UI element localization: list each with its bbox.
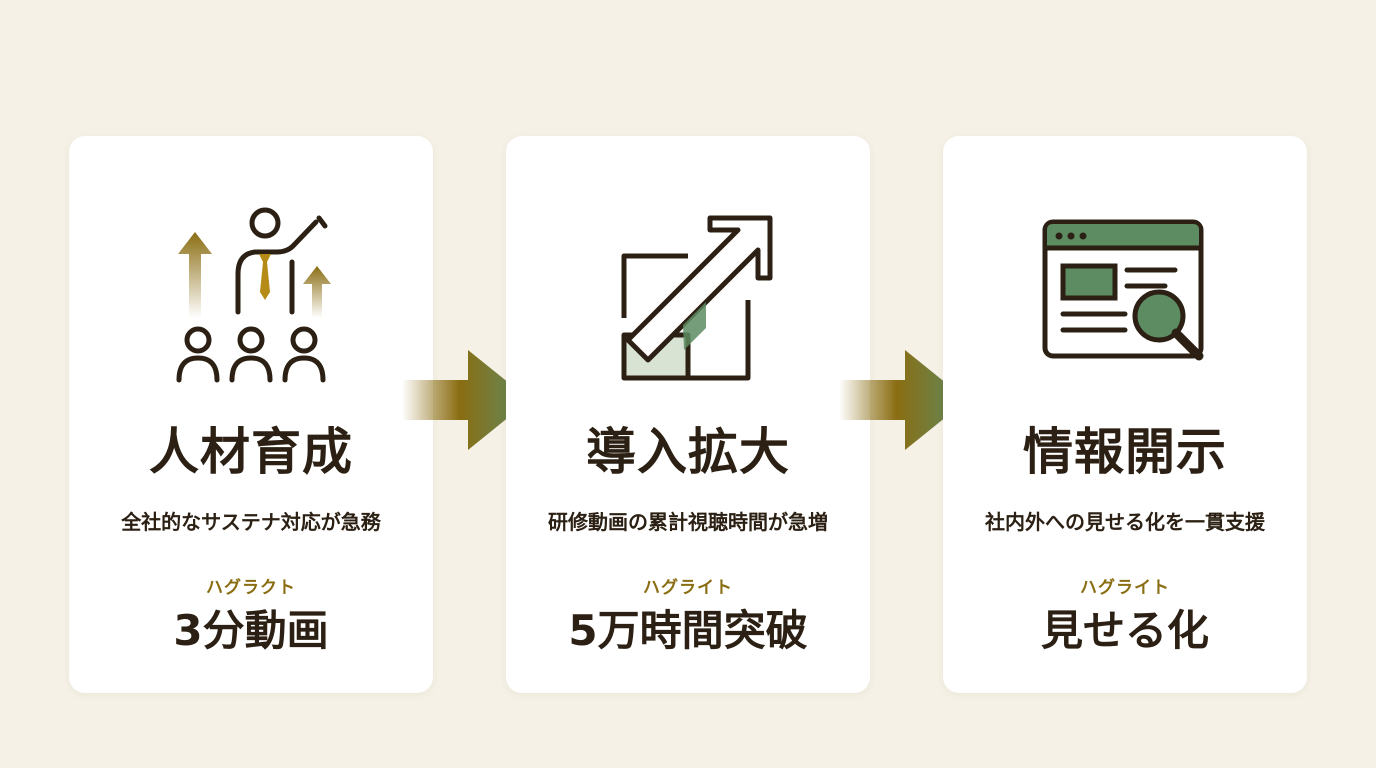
flow-arrow-icon [839, 350, 967, 450]
presenter-growth-icon [176, 207, 331, 383]
metric-value: 見せる化 [1040, 606, 1209, 655]
card-subtitle: 全社的なサステナ対応が急務 [121, 510, 381, 534]
metric-value: 5万時間突破 [568, 606, 808, 655]
card-title: 情報開示 [1023, 422, 1227, 481]
card-subtitle: 研修動画の累計視聴時間が急増 [548, 510, 828, 534]
step-card-expansion: 導入拡大 研修動画の累計視聴時間が急増 ハグライト 5万時間突破 [506, 136, 870, 693]
webpage-search-icon [1042, 219, 1204, 361]
step-card-disclosure: 情報開示 社内外への見せる化を一貫支援 ハグライト 見せる化 [943, 136, 1307, 693]
brand-label: ハグライト [1080, 578, 1170, 598]
expand-arrow-icon [621, 215, 773, 381]
card-title: 導入拡大 [586, 422, 790, 481]
metric-value: 3分動画 [173, 606, 329, 655]
card-subtitle: 社内外への見せる化を一貫支援 [985, 510, 1265, 534]
brand-label: ハグライト [643, 578, 733, 598]
step-card-talent-development: 人材育成 全社的なサステナ対応が急務 ハグラクト 3分動画 [69, 136, 433, 693]
flow-arrow-icon [402, 350, 530, 450]
brand-label: ハグラクト [206, 578, 296, 598]
card-title: 人材育成 [149, 422, 353, 481]
